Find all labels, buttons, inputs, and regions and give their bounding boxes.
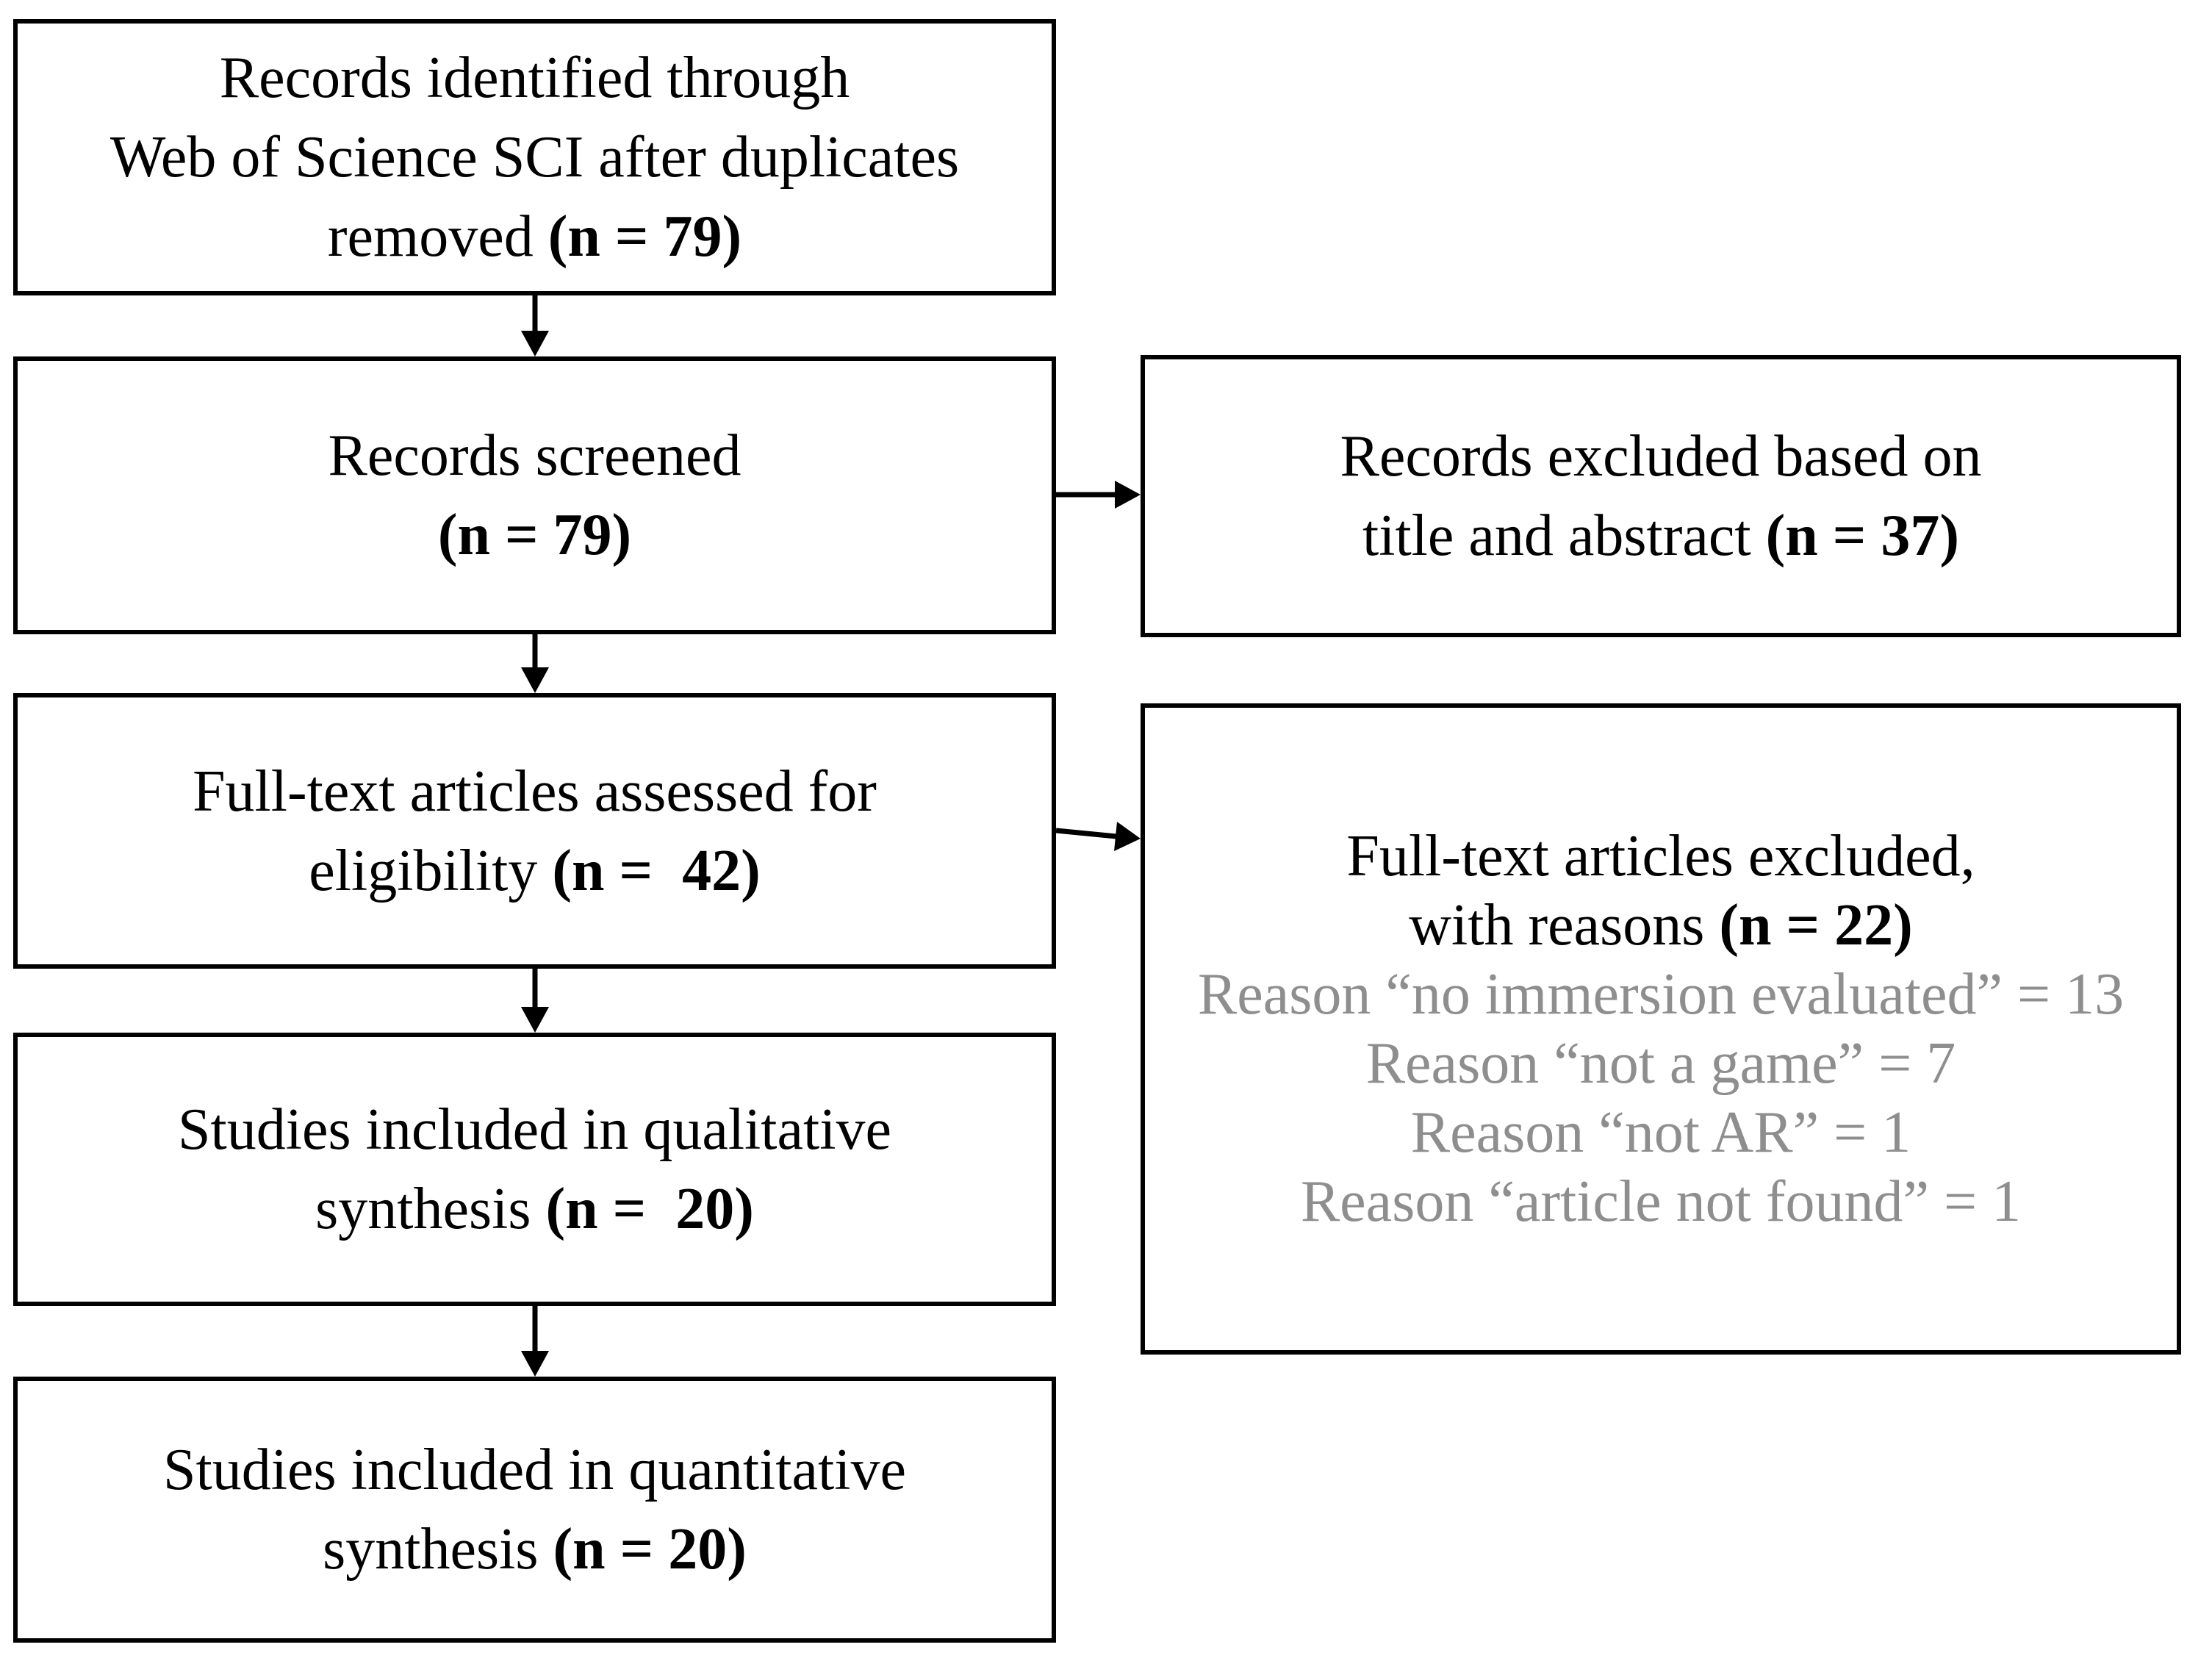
box-text-line: title and abstract (n = 37) xyxy=(1362,496,1959,575)
arrow-screened-to-excluded xyxy=(1056,481,1141,509)
box-text: Records identified through xyxy=(219,46,850,110)
arrow-identified-to-screened xyxy=(521,295,549,356)
box-text-line: removed (n = 79) xyxy=(328,197,741,276)
box-text: synthesis xyxy=(315,1177,546,1241)
box-text-bold: (n = 79) xyxy=(437,503,632,567)
arrow-fulltext-to-qualitative xyxy=(521,969,549,1033)
arrow-screened-to-fulltext xyxy=(521,634,549,693)
exclusion-reason: Reason “not AR” = 1 xyxy=(1410,1100,1911,1165)
box-text-line: (n = 79) xyxy=(438,495,631,575)
box-qualitative-synthesis: Studies included in qualitative synthesi… xyxy=(13,1033,1056,1306)
box-text-line: synthesis (n = 20) xyxy=(315,1169,754,1249)
box-text: Full-text articles excluded, xyxy=(1346,824,1975,889)
box-text-line: Studies included in quantitative xyxy=(163,1430,906,1510)
box-text-line: Records excluded based on xyxy=(1340,417,1981,496)
box-text: title and abstract xyxy=(1362,503,1766,568)
box-records-excluded: Records excluded based on title and abst… xyxy=(1141,355,2181,637)
box-fulltext-excluded: Full-text articles excluded, with reason… xyxy=(1141,703,2181,1355)
box-text: Full-text articles assessed for xyxy=(193,758,877,824)
box-text-line: Full-text articles excluded, xyxy=(1346,822,1975,891)
box-text-line: Records identified through xyxy=(220,38,850,118)
box-text: Studies included in quantitative xyxy=(163,1438,906,1502)
exclusion-reason: Reason “article not found” = 1 xyxy=(1300,1169,2022,1234)
box-text-bold: (n = 20) xyxy=(553,1517,747,1582)
box-text-line: eligibility (n = 42) xyxy=(309,831,760,911)
box-text: synthesis xyxy=(323,1517,553,1582)
box-text-line: synthesis (n = 20) xyxy=(323,1510,747,1589)
box-text-bold: (n = 20) xyxy=(545,1177,754,1241)
box-text: removed xyxy=(327,204,548,269)
exclusion-reason: Reason “not a game” = 7 xyxy=(1365,1031,1956,1096)
arrow-fulltext-to-excluded xyxy=(1055,822,1141,851)
box-text: Records excluded based on xyxy=(1340,424,1982,489)
box-records-screened: Records screened (n = 79) xyxy=(13,356,1056,634)
box-text: with reasons xyxy=(1409,893,1720,958)
box-text: Records screened xyxy=(328,423,741,488)
box-text-bold: (n = 42) xyxy=(552,838,761,903)
box-text: Web of Science SCI after duplicates xyxy=(109,125,960,190)
box-text-bold: (n = 79) xyxy=(547,204,742,269)
box-text-line: with reasons (n = 22) xyxy=(1409,891,1913,960)
exclusion-reason: Reason “no immersion evaluated” = 13 xyxy=(1197,962,2125,1027)
box-text-line: Studies included in qualitative xyxy=(178,1090,891,1169)
box-text-bold: (n = 37) xyxy=(1765,503,1960,568)
box-text-line: Records screened xyxy=(328,416,741,495)
arrow-qualitative-to-quantitative xyxy=(521,1306,549,1377)
box-text-line: Full-text articles assessed for xyxy=(193,752,877,831)
box-text: eligibility xyxy=(309,838,553,903)
box-text-line: Web of Science SCI after duplicates xyxy=(110,118,959,197)
box-records-identified: Records identified through Web of Scienc… xyxy=(13,19,1056,295)
box-text-bold: (n = 22) xyxy=(1719,893,1913,958)
box-quantitative-synthesis: Studies included in quantitative synthes… xyxy=(13,1377,1056,1643)
box-fulltext-assessed: Full-text articles assessed for eligibil… xyxy=(13,693,1056,969)
box-text: Studies included in qualitative xyxy=(178,1097,891,1162)
